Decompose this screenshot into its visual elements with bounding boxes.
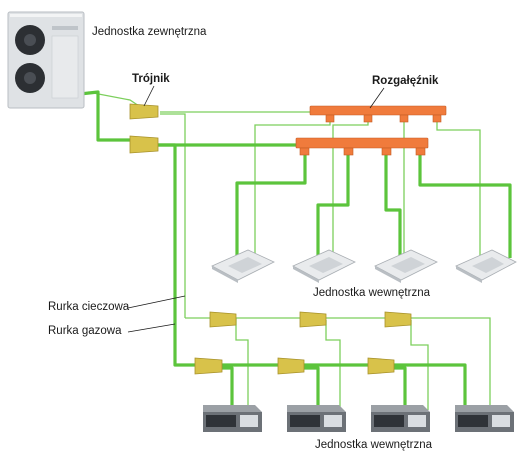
liquid-pipe-label: Rurka cieczowa bbox=[48, 301, 130, 313]
cassette-unit-4 bbox=[455, 249, 517, 283]
cassette-unit-1 bbox=[211, 249, 275, 283]
tee-connector-upper bbox=[129, 103, 159, 120]
duct-units-label: Jednostka wewnętrzna bbox=[315, 439, 432, 451]
duct-unit-4 bbox=[455, 405, 514, 432]
duct-unit-1 bbox=[203, 405, 262, 432]
tee-connectors-lower bbox=[194, 311, 412, 375]
manifold-upper bbox=[309, 105, 447, 123]
label-leader-lines bbox=[127, 85, 385, 333]
duct-unit-3 bbox=[371, 405, 430, 432]
gas-pipe-network bbox=[79, 90, 512, 408]
cassette-unit-2 bbox=[292, 249, 356, 283]
outdoor-unit bbox=[7, 11, 85, 109]
manifold-label: Rozgałęźnik bbox=[372, 75, 439, 87]
cassette-units-label: Jednostka wewnętrzna bbox=[313, 287, 430, 299]
outdoor-unit-label: Jednostka zewnętrzna bbox=[92, 26, 207, 38]
duct-unit-2 bbox=[287, 405, 346, 432]
tee-connector-gas bbox=[129, 135, 159, 154]
gas-pipe-label: Rurka gazowa bbox=[48, 325, 122, 337]
tee-label: Trójnik bbox=[132, 73, 170, 85]
manifold-lower bbox=[295, 137, 429, 156]
cassette-unit-3 bbox=[374, 249, 438, 283]
